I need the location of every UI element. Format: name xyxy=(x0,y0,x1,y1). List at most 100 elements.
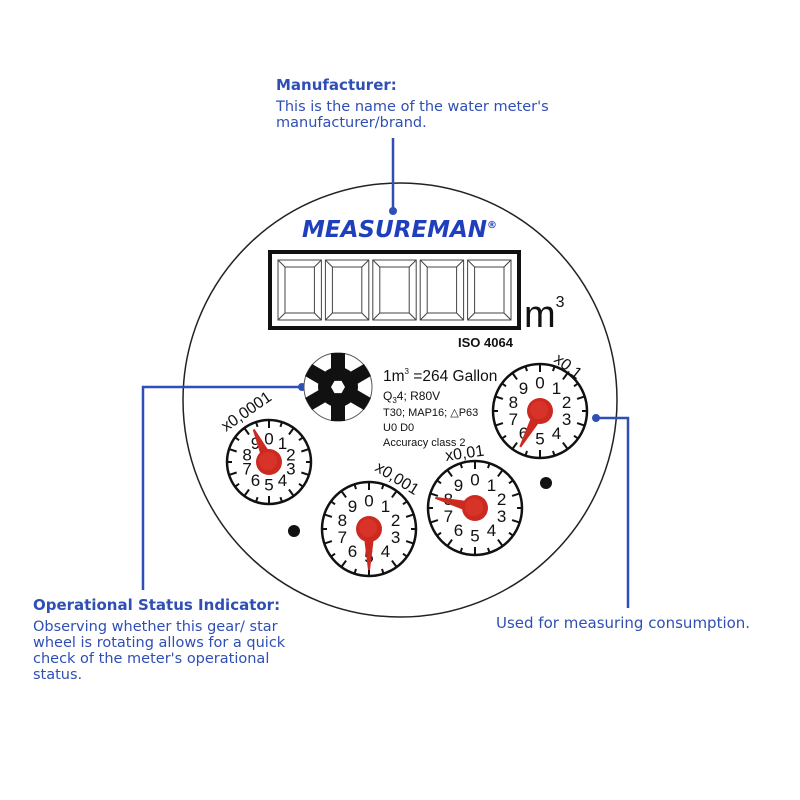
dial-number: 6 xyxy=(454,521,463,540)
mounting-hole xyxy=(288,525,300,537)
dial-number: 4 xyxy=(381,542,390,561)
dial-tick xyxy=(381,568,385,575)
dial-tick xyxy=(573,382,579,388)
dial-tick xyxy=(298,436,304,442)
dial-tick xyxy=(243,427,250,436)
dial-tick xyxy=(279,421,283,428)
dial-tick xyxy=(501,434,507,440)
dial-number: 0 xyxy=(264,430,273,449)
accuracy-class-label: Accuracy class 2 xyxy=(383,437,466,449)
dial-tick xyxy=(552,365,556,372)
dial-tick xyxy=(340,490,347,499)
dial-tick xyxy=(524,365,528,372)
dial-number: 8 xyxy=(338,511,347,530)
dial-tick xyxy=(429,492,439,497)
dial-number: 6 xyxy=(348,542,357,561)
dial-number: 5 xyxy=(264,476,273,495)
status-indicator-callout-body: Observing whether this gear/ star wheel … xyxy=(33,619,286,683)
dial-tick xyxy=(511,492,521,497)
consumption-leader-line xyxy=(596,416,630,608)
dial-number: 7 xyxy=(338,528,347,547)
dial-number: 9 xyxy=(348,497,357,516)
dial-tick xyxy=(405,513,415,518)
status-indicator-callout: Operational Status Indicator: Observing … xyxy=(33,596,293,683)
dial-tick xyxy=(405,540,415,545)
dial-tick xyxy=(429,519,439,524)
dial-tick xyxy=(288,427,295,436)
manufacturer-callout: Manufacturer: This is the name of the wa… xyxy=(276,76,566,131)
dial-number: 5 xyxy=(470,527,479,546)
dial-number: 6 xyxy=(251,471,260,490)
dial-number: 2 xyxy=(497,490,506,509)
dial-number: 9 xyxy=(454,476,463,495)
dial-tick xyxy=(330,552,336,558)
brand-name: MEASUREMAN xyxy=(302,217,487,243)
dial-number: 1 xyxy=(278,434,287,453)
star-wheel-hub xyxy=(331,380,345,394)
dial-tick xyxy=(391,559,398,568)
dial-number: 2 xyxy=(391,511,400,530)
dial-tick xyxy=(459,547,463,554)
dial-tick xyxy=(255,421,259,428)
dial-number: 6 xyxy=(519,424,528,443)
dial-tick xyxy=(353,483,357,490)
dial-tick xyxy=(494,395,504,400)
dial-tick xyxy=(353,568,357,575)
dial-number: 9 xyxy=(519,379,528,398)
consumption-callout: Used for measuring consumption. xyxy=(496,615,796,631)
dial-tick xyxy=(301,448,310,453)
odometer-register xyxy=(268,250,521,330)
register-digit-window xyxy=(372,259,417,321)
leader-lines xyxy=(141,138,630,608)
dial-tick xyxy=(552,450,556,457)
dial-number: 7 xyxy=(444,507,453,526)
dial-tick xyxy=(323,540,333,545)
dial-number: 8 xyxy=(242,445,251,464)
dial-tick xyxy=(446,538,453,547)
spec-block: 1m3 =264 Gallon Q34; R80V T30; MAP16; △P… xyxy=(383,367,497,449)
dial-tick xyxy=(497,469,504,478)
mounting-hole xyxy=(540,477,552,489)
register-digit-window xyxy=(419,259,465,321)
dial-tick xyxy=(508,479,514,485)
dial-number: 1 xyxy=(381,497,390,516)
dial-tick xyxy=(497,538,504,547)
dial-multiplier-label: x0,01 xyxy=(444,443,485,465)
dial-number: 0 xyxy=(535,374,544,393)
dial-tick xyxy=(298,482,304,488)
dial-tick xyxy=(511,372,518,381)
dial-tick xyxy=(391,490,398,499)
dial-number: 4 xyxy=(552,424,561,443)
register-digit-window xyxy=(467,259,512,321)
register-digit-window xyxy=(277,259,322,321)
dial-number: 4 xyxy=(487,521,496,540)
dial-tick xyxy=(487,547,491,554)
dial-tick xyxy=(576,395,586,400)
dial-tick xyxy=(446,469,453,478)
dial-tick xyxy=(494,422,504,427)
dial-tick xyxy=(228,448,237,453)
dial-number: 2 xyxy=(562,393,571,412)
dial-tick xyxy=(524,450,528,457)
dial-tick xyxy=(508,531,514,537)
dial-tick xyxy=(576,422,586,427)
dial-tick xyxy=(436,531,442,537)
flow-rate-label: Q34; R80V xyxy=(383,389,440,405)
dial-tick xyxy=(288,488,295,497)
star-wheel-icon xyxy=(303,352,373,422)
dial-tick xyxy=(381,483,385,490)
dial-tick xyxy=(402,500,408,506)
dial-tick xyxy=(436,479,442,485)
dial-tick xyxy=(234,482,240,488)
dial-number: 0 xyxy=(364,492,373,511)
manufacturer-callout-body: This is the name of the water meter's ma… xyxy=(276,99,549,131)
dial-number: 3 xyxy=(497,507,506,526)
dial-tick xyxy=(228,471,237,476)
dial-tick xyxy=(511,441,518,450)
dial-number: 3 xyxy=(562,410,571,429)
dial-tick xyxy=(562,372,569,381)
dial-number: 2 xyxy=(286,445,295,464)
